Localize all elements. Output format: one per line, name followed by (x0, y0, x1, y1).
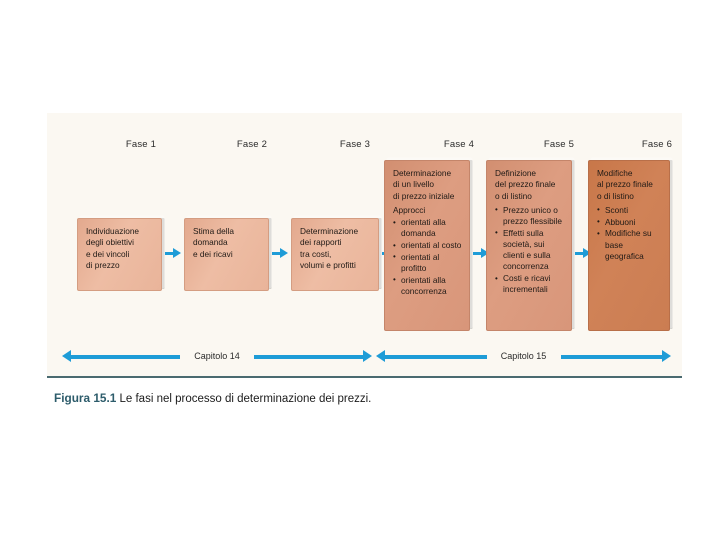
arrow-shaft (272, 252, 282, 255)
phase-label-fase-3: Fase 3 (339, 139, 371, 150)
arrow-left-icon (62, 350, 71, 362)
list-item: Modifiche su base geografica (597, 228, 663, 262)
connector-arrow-5-6 (575, 247, 591, 259)
figure-number: Figura 15.1 (54, 391, 117, 405)
list-item: Sconti (597, 204, 663, 216)
list-item: orientati alla concorrenza (393, 274, 463, 297)
chapter-span-capitolo-14-label: Capitolo 14 (180, 349, 254, 363)
arrow-head-icon (173, 248, 181, 258)
figure-caption-text: Le fasi nel processo di determinazione d… (119, 393, 372, 405)
figure-caption: Figura 15.1 Le fasi nel processo di dete… (54, 391, 371, 407)
connector-arrow-1-2 (165, 247, 181, 259)
phase-label-fase-4: Fase 4 (443, 139, 475, 150)
phase-label-fase-6: Fase 6 (641, 139, 673, 150)
phase-label-row: Fase 1 Fase 2 Fase 3 Fase 4 Fase 5 Fase … (47, 139, 682, 155)
list-item: Effetti sulla società, sui clienti e sul… (495, 227, 565, 273)
list-item: Prezzo unico o prezzo flessibile (495, 204, 565, 227)
list-item: orientati al costo (393, 240, 463, 251)
flow-box-fase-4-list: orientati alla domanda orientati al cost… (393, 217, 463, 297)
arrow-shaft (165, 252, 175, 255)
connector-arrow-2-3 (272, 247, 288, 259)
phase-label-fase-2: Fase 2 (236, 139, 268, 150)
list-item: orientati alla domanda (393, 217, 463, 239)
flow-box-fase-6-list: Sconti Abbuoni Modifiche su base geograf… (597, 204, 663, 262)
list-item: Costi e ricavi incrementali (495, 273, 565, 295)
chapter-span-capitolo-14: Capitolo 14 (62, 348, 372, 366)
arrow-left-icon (376, 350, 385, 362)
flow-box-fase-5-list: Prezzo unico o prezzo flessibile Effetti… (495, 204, 565, 296)
arrow-shaft (575, 252, 585, 255)
arrow-right-icon (363, 350, 372, 362)
chapter-span-capitolo-15-label: Capitolo 15 (486, 349, 561, 363)
connector-arrow-4-5 (473, 247, 489, 259)
figure-panel: Fase 1 Fase 2 Fase 3 Fase 4 Fase 5 Fase … (47, 113, 682, 378)
phase-label-fase-5: Fase 5 (543, 139, 575, 150)
flow-box-fase-4-subtitle: Approcci (393, 204, 426, 215)
chapter-span-capitolo-15: Capitolo 15 (376, 348, 671, 366)
arrow-shaft (473, 252, 483, 255)
phase-label-fase-1: Fase 1 (125, 139, 157, 150)
arrow-head-icon (481, 248, 489, 258)
list-item: orientati al profitto (393, 251, 463, 274)
arrow-head-icon (280, 248, 288, 258)
list-item: Abbuoni (597, 216, 663, 228)
arrow-right-icon (662, 350, 671, 362)
arrow-head-icon (583, 248, 591, 258)
